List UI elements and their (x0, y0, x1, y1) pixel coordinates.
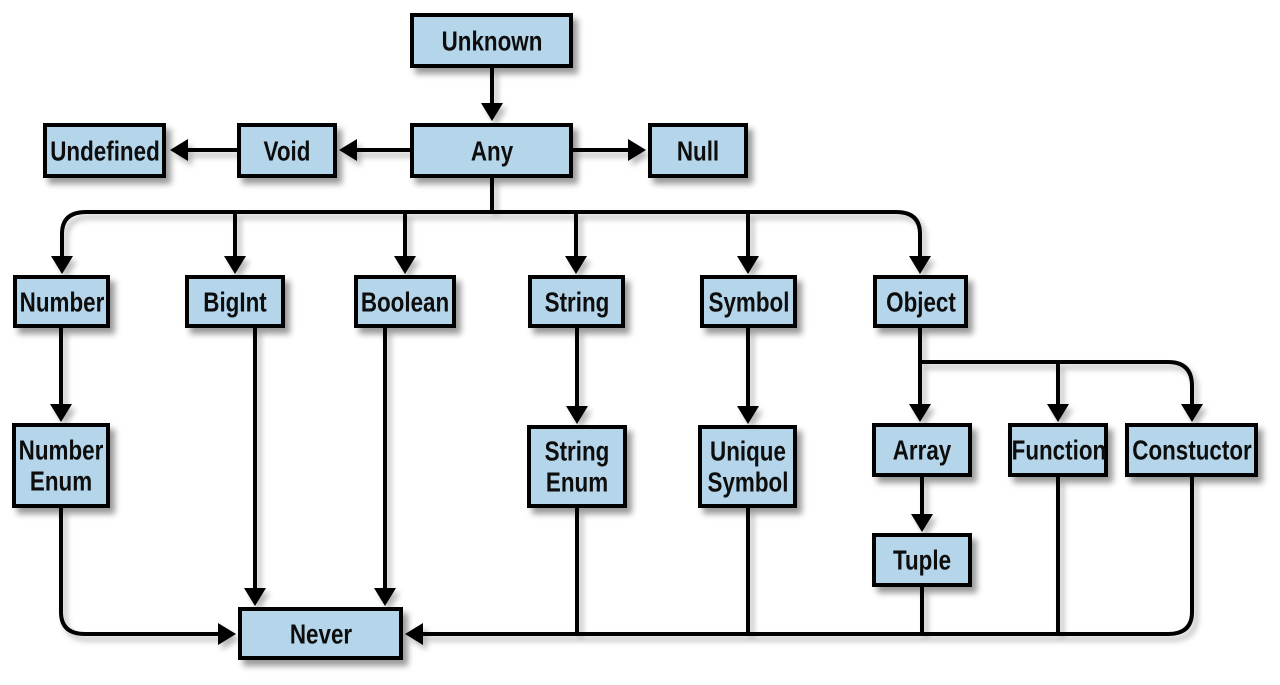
node-undefined-label: Undefined (49, 134, 160, 166)
arrow-into-boolean (394, 256, 416, 274)
node-array-label: Array (892, 434, 952, 466)
node-never: Never (238, 607, 403, 660)
node-string-enum: String Enum (527, 425, 627, 508)
node-constuctor: Constuctor (1125, 423, 1258, 477)
arrow-into-any (481, 103, 503, 121)
arrow-into-object (909, 256, 931, 274)
node-object: Object (873, 275, 968, 328)
arrow-into-number-enum (50, 404, 72, 422)
node-string-enum-label: String Enum (544, 435, 610, 498)
node-array: Array (872, 423, 972, 477)
node-boolean: Boolean (354, 275, 456, 328)
arrow-boolean-into-never (374, 588, 396, 606)
node-number: Number (13, 275, 110, 328)
node-string-label: String (544, 285, 609, 317)
node-object-label: Object (885, 285, 956, 317)
node-unknown: Unknown (410, 13, 573, 68)
node-undefined: Undefined (43, 123, 166, 178)
edge-collector-never (423, 477, 1194, 636)
arrowheads (50, 103, 1203, 645)
arrow-into-tuple (911, 514, 933, 532)
arrow-into-bigint (224, 256, 246, 274)
node-boolean-label: Boolean (360, 285, 450, 317)
edge-numberenum-never (59, 508, 218, 636)
node-tuple-label: Tuple (892, 544, 952, 576)
arrow-into-undefined (170, 139, 188, 161)
node-void-label: Void (263, 134, 311, 166)
node-unknown-label: Unknown (441, 24, 542, 56)
edge-top-bar (60, 210, 922, 257)
arrow-into-array (909, 404, 931, 422)
arrow-into-void (339, 139, 357, 161)
edge-object-constuctor (920, 360, 1194, 404)
connector-lines (59, 68, 1194, 636)
node-void: Void (237, 123, 337, 178)
node-symbol-label: Symbol (708, 285, 789, 317)
arrow-into-string (565, 256, 587, 274)
arrow-into-unique-symbol (737, 406, 759, 424)
arrow-into-constuctor (1181, 404, 1203, 422)
node-function: Function (1008, 423, 1108, 477)
node-any: Any (410, 123, 573, 178)
node-symbol: Symbol (700, 275, 797, 328)
node-number-enum: Number Enum (12, 423, 110, 508)
arrow-into-null (628, 139, 646, 161)
arrow-into-function (1047, 404, 1069, 422)
node-function-label: Function (1011, 434, 1107, 466)
node-never-label: Never (289, 617, 352, 649)
node-number-label: Number (19, 285, 104, 317)
arrow-into-string-enum (566, 406, 588, 424)
node-null: Null (648, 123, 748, 178)
arrow-right-into-never (405, 623, 423, 645)
node-any-label: Any (470, 134, 513, 166)
node-string: String (528, 275, 625, 328)
node-bigint: BigInt (185, 275, 285, 328)
arrow-bigint-into-never (244, 588, 266, 606)
node-constuctor-label: Constuctor (1131, 434, 1252, 466)
arrow-into-number (51, 256, 73, 274)
node-unique-symbol-label: Unique Symbol (707, 435, 788, 498)
node-tuple: Tuple (872, 533, 972, 587)
arrow-left-into-never (218, 623, 236, 645)
arrow-into-symbol (737, 256, 759, 274)
node-bigint-label: BigInt (203, 285, 267, 317)
node-unique-symbol: Unique Symbol (698, 425, 797, 508)
node-number-enum-label: Number Enum (18, 434, 104, 497)
node-null-label: Null (676, 134, 720, 166)
